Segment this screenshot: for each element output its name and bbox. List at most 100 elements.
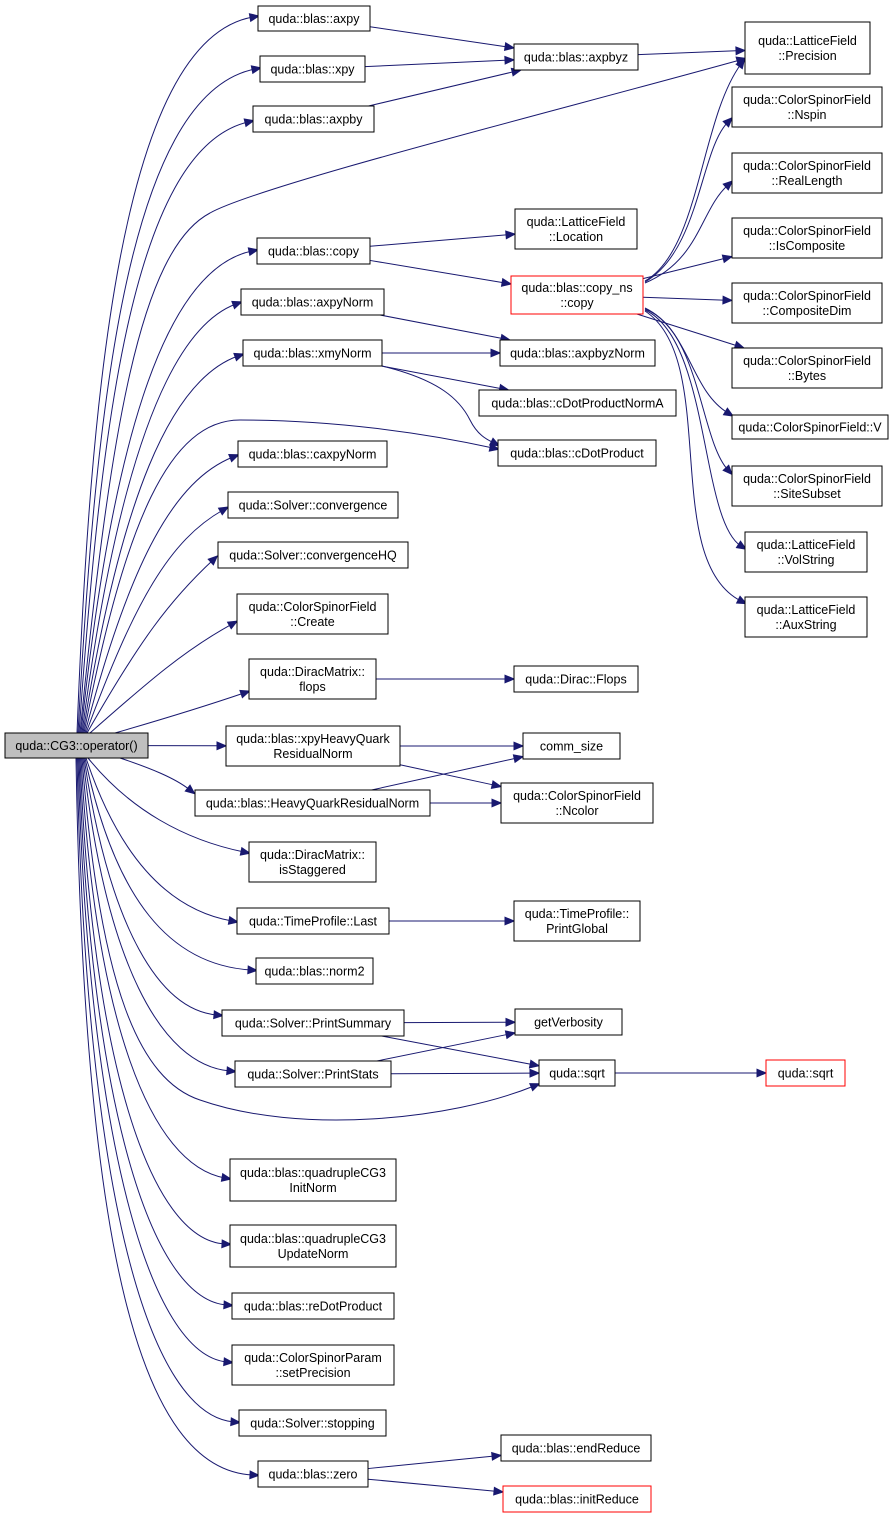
node-box [242, 339, 383, 367]
node-xmynorm[interactable]: quda::blas::xmyNorm [242, 339, 383, 367]
call-edges [75, 13, 768, 1496]
node-box [248, 841, 377, 883]
node-axpbyz[interactable]: quda::blas::axpbyz [513, 43, 639, 71]
edge-copyns-to-bytes [636, 313, 736, 346]
node-caxpynorm[interactable]: quda::blas::caxpyNorm [237, 440, 388, 468]
node-box [238, 1409, 387, 1437]
node-convergence[interactable]: quda::Solver::convergence [227, 491, 399, 519]
node-label: quda::ColorSpinorParam [244, 1351, 382, 1365]
arrowhead-root-to-printstats [226, 1066, 238, 1076]
edge-root-to-xmynorm [82, 355, 239, 734]
arrowhead-root-to-redot [223, 1300, 235, 1310]
edge-copyns-to-nspin [644, 121, 729, 283]
arrowhead-root-to-hqnorm [184, 784, 196, 795]
node-label: quda::DiracMatrix:: [260, 665, 365, 679]
node-diracflops[interactable]: quda::Dirac::Flops [513, 665, 639, 693]
node-convergencehq[interactable]: quda::Solver::convergenceHQ [217, 541, 409, 569]
node-commsize[interactable]: comm_size [522, 732, 621, 760]
arrowhead-printstats-to-getverbosity [504, 1030, 517, 1040]
node-bytes[interactable]: quda::ColorSpinorField::Bytes [731, 347, 883, 389]
node-label: ResidualNorm [273, 747, 352, 761]
node-box [765, 1059, 846, 1087]
node-axpbyznorm[interactable]: quda::blas::axpbyzNorm [499, 339, 656, 367]
arrowhead-root-to-norm2 [247, 965, 259, 975]
arrowhead-printstats-to-sqrt1 [529, 1068, 541, 1078]
edge-axpbyz-to-precision [637, 50, 737, 56]
node-label: quda::blas::xpyHeavyQuark [236, 732, 390, 746]
edge-xmynorm-to-cdot [381, 365, 495, 444]
node-iscomposite[interactable]: quda::ColorSpinorField::IsComposite [731, 217, 883, 259]
edge-zero-to-initreduce [367, 1478, 495, 1492]
arrowhead-tplast-to-printglobal [504, 916, 516, 926]
node-endreduce[interactable]: quda::blas::endReduce [500, 1434, 652, 1462]
node-cdot[interactable]: quda::blas::cDotProduct [497, 439, 657, 467]
node-copy[interactable]: quda::blas::copy [256, 237, 371, 265]
node-initreduce[interactable]: quda::blas::initReduce [502, 1485, 652, 1513]
node-sitesubset[interactable]: quda::ColorSpinorField::SiteSubset [731, 465, 883, 507]
node-label: InitNorm [289, 1181, 336, 1195]
node-label: quda::blas::axpbyz [524, 51, 628, 65]
node-label: quda::blas::cDotProductNormA [491, 397, 664, 411]
node-root[interactable]: quda::CG3::operator() [4, 732, 149, 759]
node-axpynorm[interactable]: quda::blas::axpyNorm [240, 288, 385, 316]
arrowhead-xmynorm-to-axpbyznorm [490, 348, 502, 358]
node-location[interactable]: quda::LatticeField::Location [514, 208, 638, 250]
node-auxstring[interactable]: quda::LatticeField::AuxString [744, 596, 868, 638]
node-sqrt2[interactable]: quda::sqrt [765, 1059, 846, 1087]
node-box [731, 217, 883, 259]
node-label: quda::blas::initReduce [515, 1493, 639, 1507]
node-printglobal[interactable]: quda::TimeProfile::PrintGlobal [513, 900, 641, 942]
node-hqnorm[interactable]: quda::blas::HeavyQuarkResidualNorm [194, 789, 431, 817]
node-label: quda::LatticeField [758, 34, 857, 48]
node-box [731, 86, 883, 128]
node-label: quda::CG3::operator() [15, 739, 137, 753]
node-printsummary[interactable]: quda::Solver::PrintSummary [221, 1009, 405, 1037]
node-create[interactable]: quda::ColorSpinorField::Create [236, 593, 389, 635]
node-csfv[interactable]: quda::ColorSpinorField::V [731, 414, 889, 440]
node-precision[interactable]: quda::LatticeField::Precision [744, 21, 871, 75]
node-tplast[interactable]: quda::TimeProfile::Last [236, 907, 390, 935]
node-norm2[interactable]: quda::blas::norm2 [255, 957, 374, 985]
edge-copyns-to-volstring [644, 309, 742, 547]
node-box [257, 1460, 369, 1488]
node-xpy[interactable]: quda::blas::xpy [259, 55, 366, 83]
node-printstats[interactable]: quda::Solver::PrintStats [234, 1060, 392, 1088]
node-label: quda::DiracMatrix:: [260, 848, 365, 862]
node-zero[interactable]: quda::blas::zero [257, 1460, 369, 1488]
node-stopping[interactable]: quda::Solver::stopping [238, 1409, 387, 1437]
node-label: quda::ColorSpinorField [743, 472, 871, 486]
node-box [513, 665, 639, 693]
edge-xpyhq-to-ncolor [399, 764, 493, 786]
node-copyns[interactable]: quda::blas::copy_ns::copy [510, 275, 644, 315]
node-axpy[interactable]: quda::blas::axpy [257, 5, 371, 32]
node-label: ::VolString [778, 553, 835, 567]
node-ncolor[interactable]: quda::ColorSpinorField::Ncolor [500, 782, 654, 824]
node-box [229, 1158, 397, 1202]
node-reallength[interactable]: quda::ColorSpinorField::RealLength [731, 152, 883, 194]
node-cdotnorma[interactable]: quda::blas::cDotProductNormA [478, 389, 677, 417]
node-label: flops [299, 680, 325, 694]
node-isstaggered[interactable]: quda::DiracMatrix::isStaggered [248, 841, 377, 883]
arrowhead-root-to-sqrt1 [529, 1083, 541, 1092]
node-box [248, 658, 377, 700]
node-dmflops[interactable]: quda::DiracMatrix::flops [248, 658, 377, 700]
node-sqrt1[interactable]: quda::sqrt [538, 1059, 616, 1087]
node-getverbosity[interactable]: getVerbosity [514, 1008, 623, 1036]
edge-printstats-to-sqrt1 [390, 1072, 531, 1075]
node-redot[interactable]: quda::blas::reDotProduct [231, 1292, 395, 1320]
node-box [225, 725, 401, 767]
node-label: quda::TimeProfile::Last [249, 915, 378, 929]
edge-root-to-precision [79, 59, 741, 734]
node-compositedim[interactable]: quda::ColorSpinorField::CompositeDim [731, 282, 883, 324]
node-volstring[interactable]: quda::LatticeField::VolString [744, 531, 868, 573]
node-label: quda::blas::copy [268, 245, 360, 259]
node-nspin[interactable]: quda::ColorSpinorField::Nspin [731, 86, 883, 128]
node-axpby[interactable]: quda::blas::axpby [252, 105, 375, 133]
edge-root-to-axpynorm [81, 303, 237, 734]
node-setprecision[interactable]: quda::ColorSpinorParam::setPrecision [231, 1344, 395, 1386]
node-label: quda::Solver::convergenceHQ [229, 549, 397, 563]
